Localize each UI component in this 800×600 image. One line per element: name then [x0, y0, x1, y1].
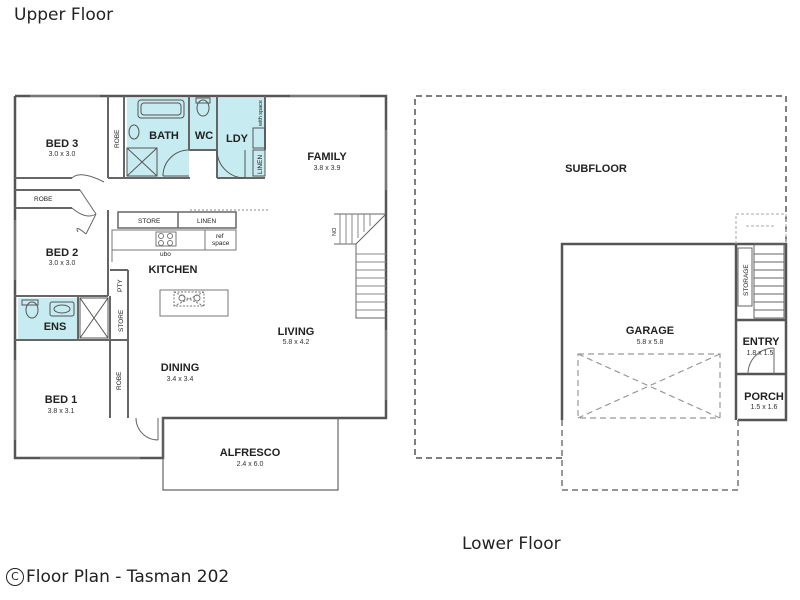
wet-areas	[18, 98, 265, 340]
garage-door-opening	[577, 353, 721, 419]
label-robe-bed1: ROBE	[116, 371, 123, 390]
kitchen-back-bench	[111, 229, 237, 262]
room-label-garage: GARAGE	[626, 325, 674, 337]
label-linen-ldy: LINEN	[257, 155, 264, 174]
stair-landing-outline	[735, 213, 787, 244]
copyright-icon: C	[6, 568, 24, 586]
room-dim-porch: 1.5 x 1.6	[751, 404, 778, 411]
bath-wet-area	[127, 98, 189, 178]
label-storage: STORAGE	[743, 264, 750, 296]
ens-wet-area	[18, 298, 78, 340]
room-dim-alfresco: 2.4 x 6.0	[237, 461, 264, 468]
hall-store-linen	[117, 211, 237, 229]
entry-door	[747, 347, 775, 375]
room-dim-bed3: 3.0 x 3.0	[49, 151, 76, 158]
label-stairs-dn: DN	[330, 228, 336, 236]
credit-text: Floor Plan - Tasman 202	[26, 567, 230, 587]
label-pty: PTY	[117, 279, 124, 292]
room-dim-dining: 3.4 x 3.4	[167, 376, 194, 383]
label-ref: ref	[216, 233, 224, 240]
lower-stairs	[737, 243, 785, 319]
room-label-bed1: BED 1	[45, 394, 77, 406]
lower-floor-title: Lower Floor	[462, 534, 561, 554]
label-store-ens: STORE	[118, 309, 125, 332]
ldy-wet-area	[217, 98, 265, 178]
laundry-fixtures	[216, 127, 266, 179]
room-label-entry: ENTRY	[743, 336, 781, 348]
subfloor-outline	[414, 95, 787, 459]
garage-walls	[560, 242, 788, 422]
room-label-ens: ENS	[44, 321, 67, 333]
room-dim-bed2: 3.0 x 3.0	[49, 260, 76, 267]
bath-fixtures	[126, 99, 190, 177]
label-space: space	[212, 240, 230, 247]
alfresco-outline	[162, 418, 339, 491]
room-dim-family: 3.8 x 3.9	[314, 165, 341, 172]
room-label-subfloor: SUBFLOOR	[565, 163, 627, 175]
window-marks	[14, 95, 387, 459]
upper-floor-title: Upper Floor	[14, 5, 114, 25]
room-label-bath: BATH	[149, 130, 179, 142]
room-label-ldy: LDY	[226, 133, 249, 145]
label-with-space: with space	[258, 100, 264, 127]
room-label-wc: WC	[195, 130, 213, 142]
kitchen-island	[159, 289, 229, 317]
upper-stairs	[334, 213, 387, 319]
room-dim-bed1: 3.8 x 3.1	[48, 408, 75, 415]
room-dim-garage: 5.8 x 5.8	[637, 339, 664, 346]
interior-walls	[15, 96, 266, 418]
room-label-family: FAMILY	[307, 151, 347, 163]
wc-fixtures	[195, 97, 211, 117]
ensuite-fixtures	[21, 297, 109, 339]
room-dim-living: 5.8 x 4.2	[283, 339, 310, 346]
label-store-hall: STORE	[138, 218, 161, 225]
upper-floor: BED 3 3.0 x 3.0 BATH WC LDY FAMILY 3.8 x…	[13, 94, 388, 491]
room-label-bed2: BED 2	[46, 247, 78, 259]
room-label-bed3: BED 3	[46, 138, 78, 150]
door-swings	[71, 174, 159, 441]
room-label-dining: DINING	[161, 362, 200, 374]
room-label-living: LIVING	[278, 326, 315, 338]
label-ubo: ubo	[160, 251, 171, 258]
wc-wet-area	[189, 98, 217, 150]
lower-floor: SUBFLOOR GARAGE 5.8 x 5.8 ENTRY 1.8 x 1.…	[414, 95, 788, 491]
garage-apron	[561, 420, 739, 491]
label-robe-bed2: ROBE	[34, 196, 53, 203]
room-label-alfresco: ALFRESCO	[220, 447, 281, 459]
label-linen-hall: LINEN	[197, 218, 216, 225]
room-dim-entry: 1.8 x 1.5	[747, 350, 774, 357]
room-label-porch: PORCH	[744, 391, 784, 403]
label-robe-bed3: ROBE	[114, 129, 121, 148]
room-label-kitchen: KITCHEN	[149, 264, 198, 276]
